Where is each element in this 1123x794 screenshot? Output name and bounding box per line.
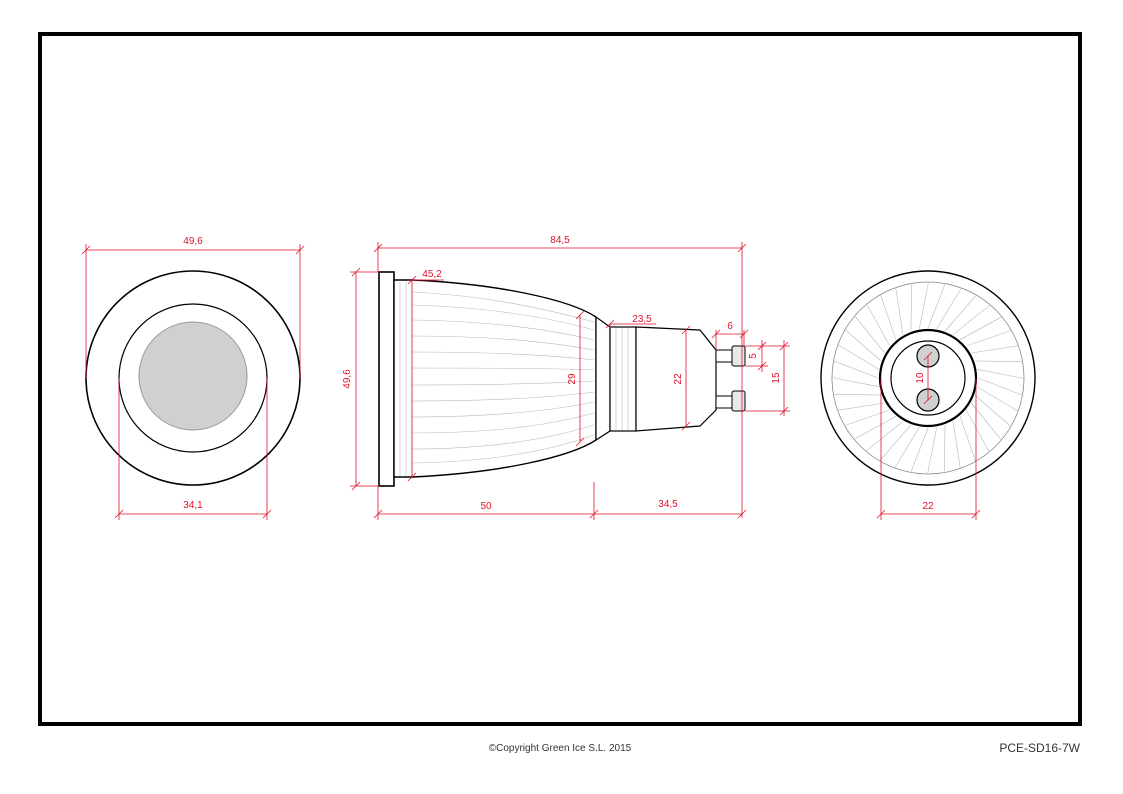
dim-side-flange-height: 49,6 <box>342 369 353 389</box>
rear-fin-line <box>966 330 1012 347</box>
side-pin-top-head <box>731 345 746 367</box>
rear-fin-line <box>854 315 885 354</box>
rear-fin-line <box>974 394 1012 427</box>
dim-side-body-length: 50 <box>480 501 492 512</box>
rear-fin-line <box>910 283 913 332</box>
rear-fin-line <box>833 393 882 396</box>
rear-fin-line <box>894 427 920 469</box>
rear-fin-line <box>971 345 1019 354</box>
dim-pin-diameter: 5 <box>748 353 759 359</box>
model-code: PCE-SD16-7W <box>999 741 1080 755</box>
dim-side-neck-diameter: 23,5 <box>632 314 652 325</box>
rear-fin-line <box>966 409 990 453</box>
side-dimensions <box>350 242 790 520</box>
side-body <box>393 279 597 478</box>
drawing-frame <box>38 32 1082 726</box>
rear-fin-line <box>895 287 904 335</box>
side-neck-sleeve <box>609 326 637 432</box>
rear-fin-line <box>927 427 937 475</box>
rear-fin-line <box>853 416 897 440</box>
side-neck <box>595 315 611 442</box>
rear-fin-line <box>844 329 882 362</box>
side-pin-top <box>715 349 733 363</box>
dim-rear-pin-spacing: 10 <box>915 372 926 384</box>
rear-dimensions <box>876 351 981 520</box>
rear-fins <box>831 281 1025 475</box>
rear-fin-line <box>844 409 890 426</box>
rear-fin-line <box>977 377 1023 396</box>
dim-side-cap-diameter: 22 <box>673 373 684 385</box>
side-view <box>378 271 746 487</box>
front-view <box>85 270 301 486</box>
rear-fin-line <box>977 386 1019 412</box>
dim-front-inner-diameter: 34,1 <box>183 500 203 511</box>
side-pin-bottom-head <box>731 390 746 412</box>
rear-fin-line <box>919 281 929 329</box>
dim-front-outer-diameter: 49,6 <box>183 236 203 247</box>
dim-pin-spacing-outer: 15 <box>771 372 782 384</box>
rear-fin-line <box>879 424 912 462</box>
rear-fin-line <box>865 421 904 452</box>
dim-side-body-front-diameter: 45,2 <box>422 269 442 280</box>
rear-fin-line <box>943 424 946 473</box>
front-lens <box>138 321 248 431</box>
rear-fin-line <box>974 360 1023 363</box>
rear-fin-line <box>927 283 946 329</box>
rear-fin-line <box>944 294 977 332</box>
rear-fin-line <box>959 316 1003 340</box>
side-flange <box>378 271 395 487</box>
side-cap <box>635 326 717 432</box>
front-dimensions <box>81 244 305 520</box>
rear-fin-line <box>959 416 976 462</box>
rear-fin-line <box>866 303 890 347</box>
side-pin-bottom <box>715 395 733 409</box>
rear-fin-line <box>952 304 991 335</box>
rear-fin-line <box>910 427 929 473</box>
dim-rear-cap-diameter: 22 <box>922 501 934 512</box>
rear-fin-line <box>831 377 879 387</box>
copyright-text: ©Copyright Green Ice S.L. 2015 <box>488 743 632 754</box>
dim-side-total-length: 84,5 <box>550 235 570 246</box>
rear-fin-line <box>936 287 962 329</box>
rear-outer-ring <box>820 270 1036 486</box>
rear-fin-line <box>837 402 885 411</box>
rear-fin-line <box>837 344 879 370</box>
rear-fin-line <box>952 421 961 469</box>
dim-side-neck-length: 34,5 <box>658 499 678 510</box>
dim-side-body-rear-diameter: 29 <box>567 373 578 385</box>
rear-fin-line <box>977 369 1025 379</box>
dim-pin-length: 6 <box>727 321 733 332</box>
rear-fin-line <box>880 294 897 340</box>
rear-fin-ring <box>831 281 1025 475</box>
rear-fin-line <box>833 360 879 379</box>
